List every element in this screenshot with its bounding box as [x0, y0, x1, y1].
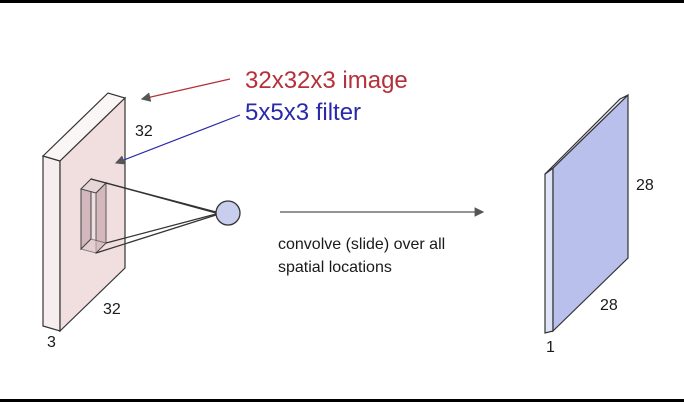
- output-width-label: 28: [600, 297, 618, 314]
- image-size-label: 32x32x3 image: [245, 67, 408, 94]
- output-volume-top: [544, 94, 629, 175]
- filter-block: [80, 177, 107, 255]
- image-annotation-arrow: [140, 78, 231, 102]
- slide: 32x32x3 image 5x5x3 filter 32 32 3 convo…: [0, 3, 684, 399]
- input-depth-label: 3: [47, 334, 56, 351]
- output-depth-label: 1: [546, 339, 555, 356]
- convolution-diagram: [41, 78, 629, 334]
- input-volume: [41, 92, 127, 333]
- neuron-circle: [215, 200, 241, 226]
- input-volume-front: [59, 96, 126, 333]
- filter-annotation-arrow: [114, 114, 241, 165]
- filter-size-label: 5x5x3 filter: [245, 99, 362, 126]
- output-height-label: 28: [636, 177, 654, 194]
- output-volume-side: [544, 166, 554, 334]
- filter-connections: [90, 178, 217, 254]
- convolve-caption-line1: convolve (slide) over all: [278, 236, 446, 253]
- input-height-label: 32: [135, 123, 153, 140]
- input-width-label: 32: [103, 301, 121, 318]
- convolve-caption-line2: spatial locations: [278, 259, 392, 276]
- output-volume: [544, 93, 629, 334]
- input-volume-side: [42, 155, 61, 332]
